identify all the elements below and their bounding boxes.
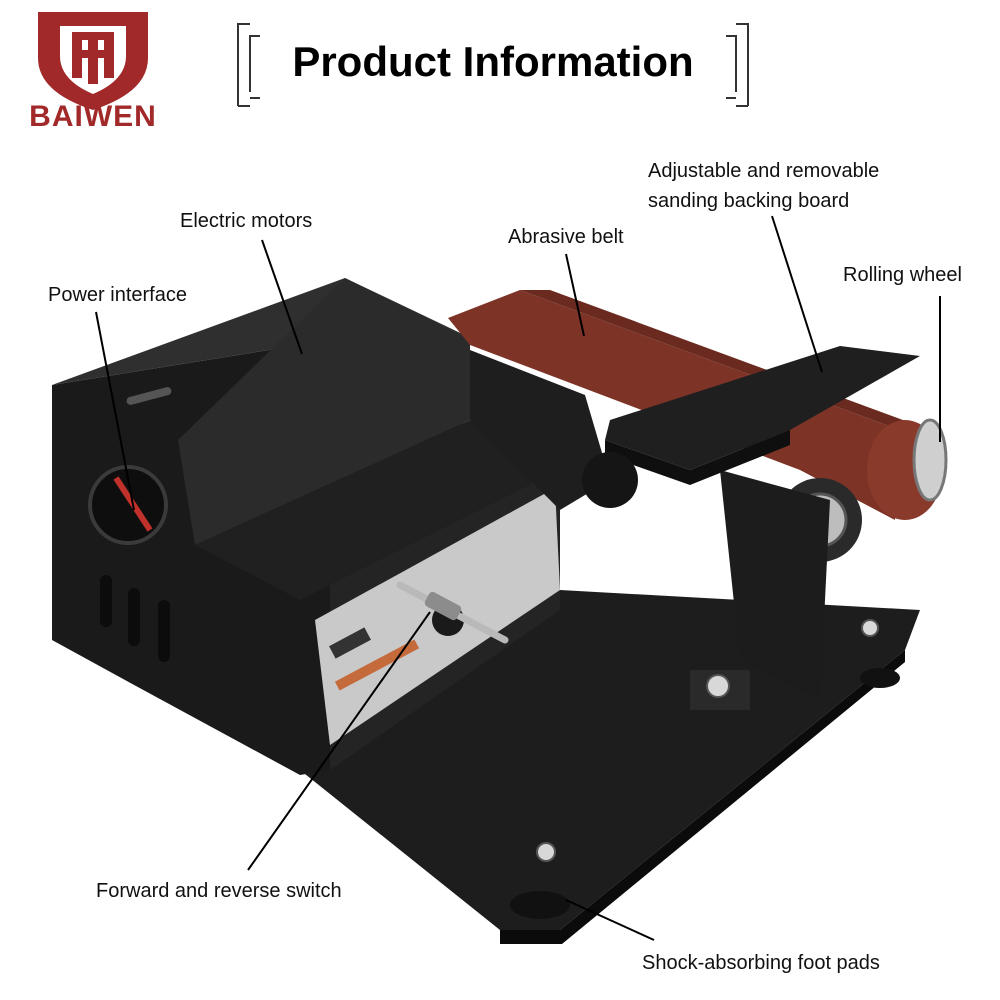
callout-backing-board-line1: Adjustable and removable xyxy=(648,160,880,182)
power-port xyxy=(88,465,168,545)
star-knob xyxy=(582,452,638,508)
support-plate xyxy=(720,470,830,700)
screw xyxy=(706,674,730,698)
backing-board xyxy=(605,346,920,470)
callout-switch: Forward and reverse switch xyxy=(96,880,342,902)
callout-rolling-wheel: Rolling wheel xyxy=(843,264,962,286)
page-title: Product Information xyxy=(292,38,694,85)
belt-arm xyxy=(470,350,610,510)
screw xyxy=(861,619,879,637)
callout-foot-pads: Shock-absorbing foot pads xyxy=(642,952,880,974)
foot-pad xyxy=(510,891,570,919)
title-frame xyxy=(237,23,749,107)
motor-cover xyxy=(178,278,470,545)
callout-electric-motors: Electric motors xyxy=(180,210,313,232)
foot-pad xyxy=(860,668,900,688)
screw xyxy=(536,842,556,862)
callout-abrasive-belt: Abrasive belt xyxy=(508,226,624,248)
callout-backing-board-line2: sanding backing board xyxy=(648,190,850,212)
brand-logo xyxy=(38,12,148,110)
callout-power-interface: Power interface xyxy=(48,284,187,306)
brand-name: BAIWEN xyxy=(29,100,157,133)
